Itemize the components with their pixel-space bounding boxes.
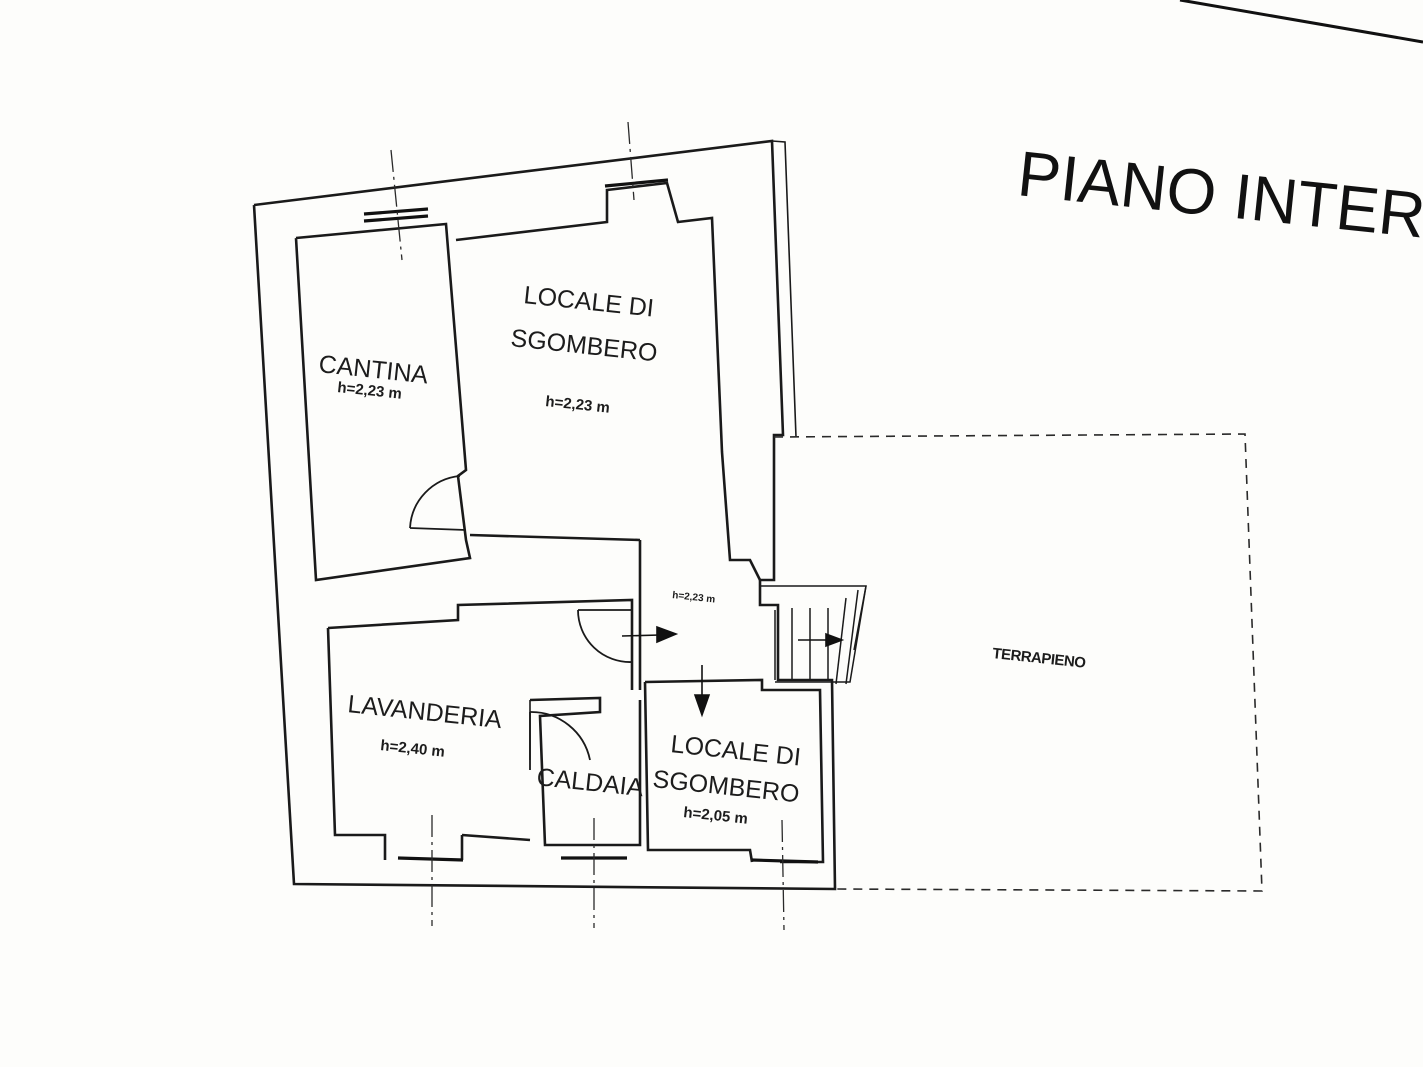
outer-walls	[252, 139, 837, 891]
sgombero-upper-label-line2: SGOMBERO	[509, 324, 658, 367]
room-labels: CANTINA h=2,23 m LOCALE DI SGOMBERO h=2,…	[317, 281, 1087, 828]
corridor-height: h=2,23 m	[672, 590, 716, 605]
terrapieno-boundary	[773, 433, 1263, 892]
caldaia-label: CALDAIA	[535, 763, 645, 802]
sgombero-upper-label-line1: LOCALE DI	[522, 281, 655, 322]
sgombero-lower-label-line2: SGOMBERO	[651, 765, 800, 808]
lavanderia-height: h=2,40 m	[380, 737, 446, 761]
sgombero-lower-height: h=2,05 m	[683, 804, 749, 828]
sheet-border-line	[1179, 0, 1423, 44]
plan-title: PIANO INTER	[1015, 137, 1423, 251]
section-axes	[390, 121, 785, 931]
cantina-height: h=2,23 m	[337, 379, 403, 403]
terrapieno-label: TERRAPIENO	[992, 645, 1087, 672]
stairs	[760, 585, 867, 685]
doors	[409, 475, 633, 770]
sgombero-lower-label-line1: LOCALE DI	[669, 730, 802, 771]
lavanderia-label: LAVANDERIA	[346, 690, 503, 734]
sgombero-upper-height: h=2,23 m	[545, 393, 611, 417]
direction-arrows	[621, 625, 845, 718]
